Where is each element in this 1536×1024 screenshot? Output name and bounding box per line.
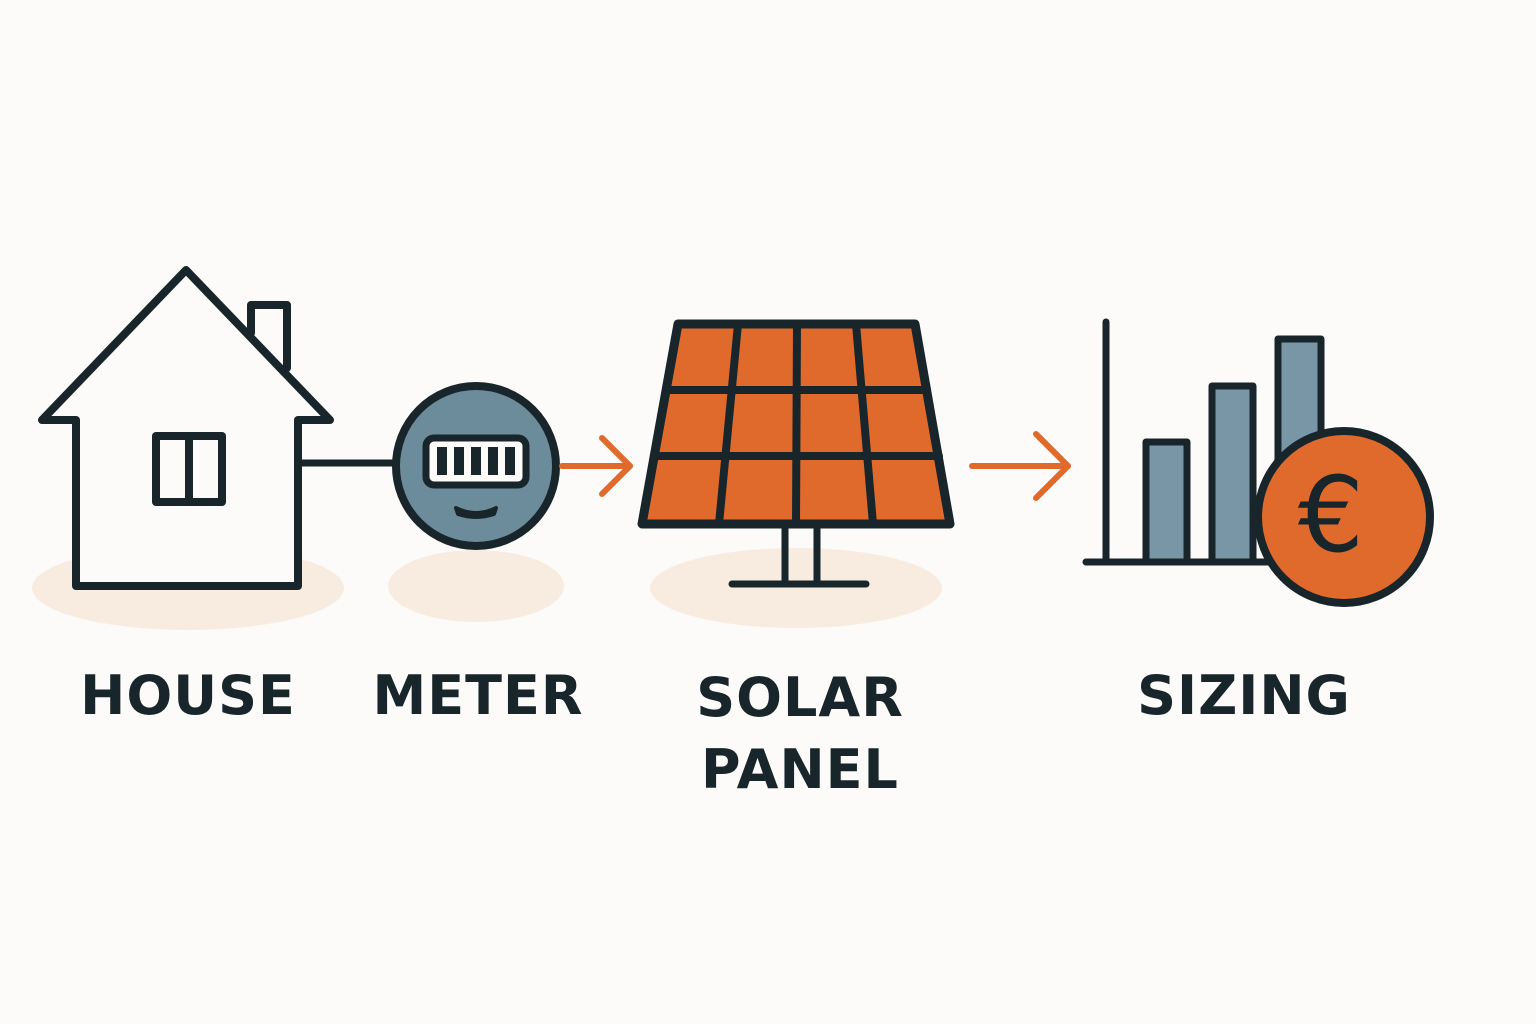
house-chimney [247,301,291,372]
chart-bar [1208,382,1257,566]
solar-panel-label: SOLAR PANEL [696,666,904,801]
bar-chart-euro-icon: € [1082,318,1434,607]
solar-panel-shadow [650,548,942,628]
solar-panel-icon [637,319,955,588]
arrow-solar-to-sizing [969,431,1071,501]
meter-shadow [388,550,564,622]
sizing-label: SIZING [1137,664,1351,727]
chart-bar [1142,438,1191,566]
meter-label: METER [372,664,584,727]
house-label: HOUSE [80,664,296,727]
house-icon [38,266,334,590]
meter-icon [392,382,560,550]
house-outline [38,266,334,590]
euro-coin [1254,427,1434,607]
euro-symbol: € [1298,454,1364,576]
arrow-meter-to-solar [559,435,633,497]
